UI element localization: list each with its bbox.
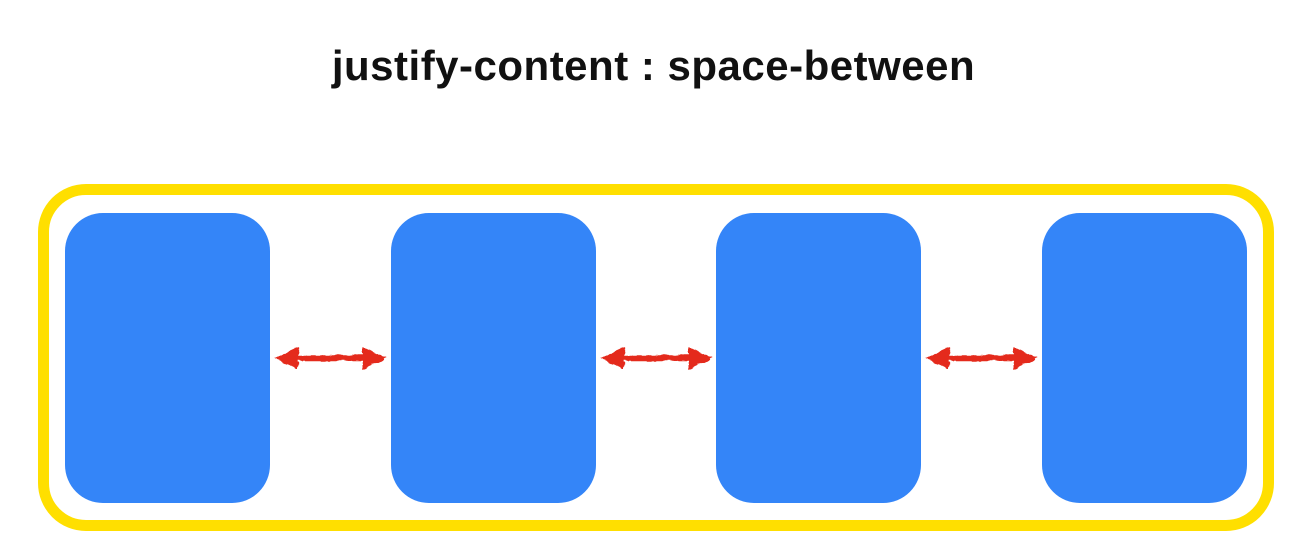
double-headed-arrow-icon	[925, 346, 1038, 369]
diagram-title: justify-content : space-between	[331, 42, 976, 89]
flex-container	[38, 184, 1274, 531]
flex-item-2	[390, 212, 596, 503]
double-headed-arrow-icon	[599, 346, 713, 369]
gap-2	[596, 195, 717, 520]
double-headed-arrow-icon	[274, 346, 387, 369]
flex-item-3	[716, 212, 922, 503]
flex-item-4	[1042, 212, 1248, 503]
gap-1	[270, 195, 391, 520]
flex-item-1	[65, 212, 270, 503]
gap-3	[921, 195, 1042, 520]
